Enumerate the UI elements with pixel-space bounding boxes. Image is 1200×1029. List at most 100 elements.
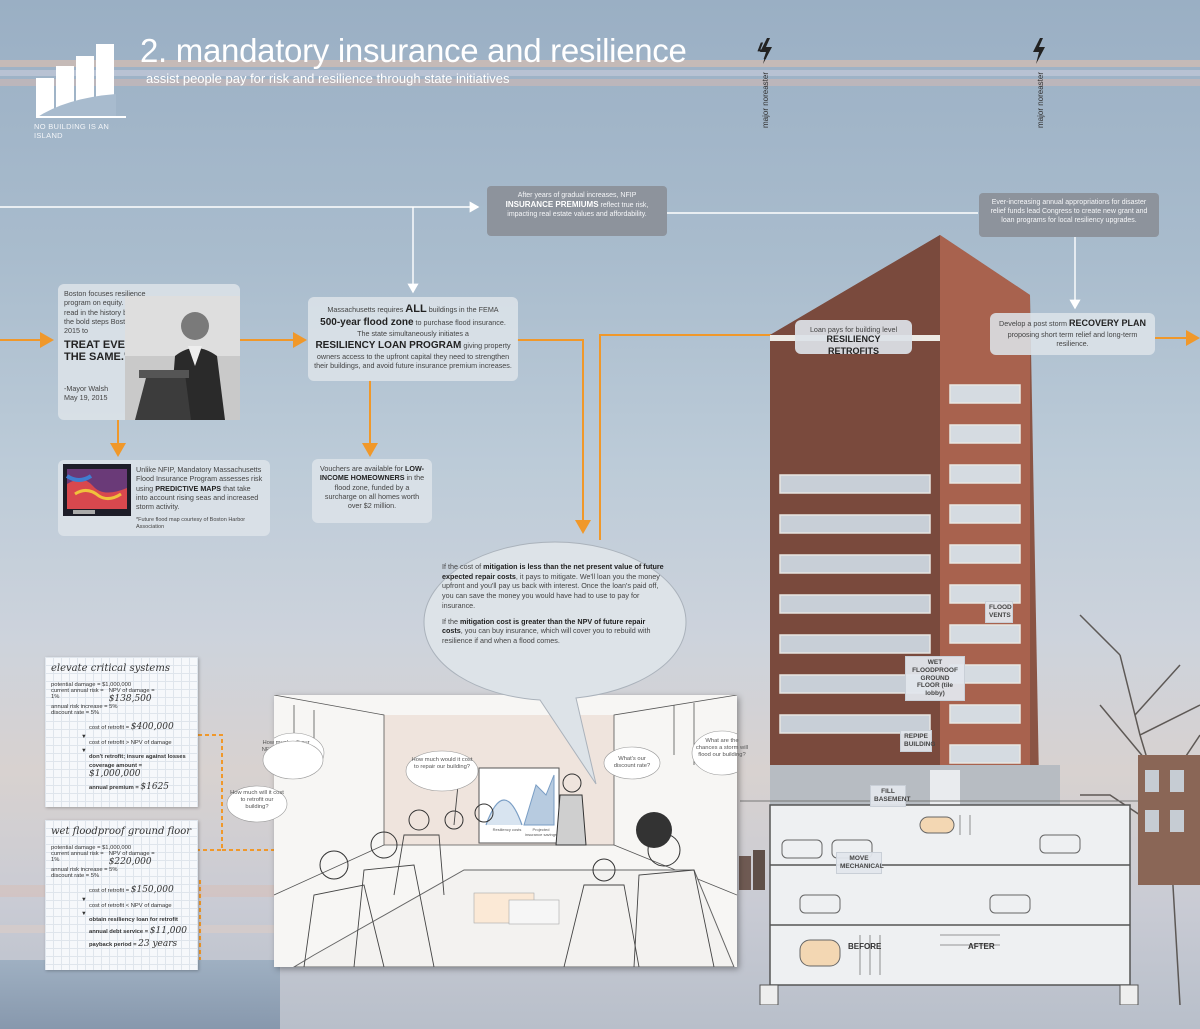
bubble-p1-post: , it pays to mitigate. We'll loan you th… (442, 571, 660, 610)
mandate-box: Massachusetts requires ALL buildings in … (308, 297, 518, 381)
header-band (0, 60, 1200, 67)
worksheet-title: wet floodproof ground floor (51, 826, 192, 837)
maps-text-bold: PREDICTIVE MAPS (155, 483, 222, 493)
compare-line: cost of retrofit < NPV of damage (89, 903, 172, 909)
meeting-q3: How much would it cost to repair our bui… (411, 757, 473, 771)
decision-line: obtain resiliency loan for retrofit (89, 917, 178, 923)
npv-value: $138,500 (108, 694, 152, 704)
vouchers-box: Vouchers are available for LOW-INCOME HO… (312, 459, 432, 523)
bubble-p2-bold: mitigation cost is greater than the NPV … (442, 616, 646, 636)
debt-value: $11,000 (149, 926, 187, 936)
input-line: discount rate = 5% (51, 710, 100, 716)
bubble-p1-pre: If the cost of (442, 562, 482, 571)
walsh-author: -Mayor Walsh (64, 384, 109, 394)
congress-box: Ever-increasing annual appropriations fo… (979, 193, 1159, 237)
chart-label-costs: Resiliency costs (492, 827, 522, 832)
debt-label: annual debt service = (89, 929, 149, 935)
flood-map-thumbnail (63, 464, 131, 516)
vouchers-pre: Vouchers are available for (319, 464, 404, 473)
coverage-label: coverage amount = (89, 763, 142, 769)
nfip-pre: After years of gradual increases, NFIP (517, 192, 637, 199)
maps-credit: *Future flood map courtesy of Boston Har… (136, 516, 246, 530)
repipe-tag: REPIPE BUILDING (900, 730, 935, 752)
page-title: 2. mandatory insurance and resilience (140, 32, 687, 69)
cost-label: cost of retrofit = (89, 888, 130, 894)
ground-panel (0, 960, 280, 1029)
timeline-event-label: major noreaster (1036, 71, 1045, 128)
input-line: potential damage = $1,000,000 (51, 845, 132, 851)
wet-floodproof-tag: WET FLOODPROOF GROUND FLOOR (tile lobby) (905, 656, 965, 701)
move-mechanical-tag: MOVE MECHANICAL (836, 852, 884, 874)
recovery-bold: RECOVERY PLAN (1068, 318, 1146, 328)
retrofit-bold: RESILIENCY RETROFITS (826, 334, 881, 357)
speech-bubble-text: If the cost of mitigation is less than t… (442, 562, 664, 646)
recovery-post: proposing short term relief and long-ter… (1007, 329, 1138, 349)
mandate-l1-pre: Massachusetts requires (327, 305, 404, 314)
input-line: current annual risk = 1% (51, 851, 104, 863)
recovery-pre: Develop a post storm (999, 319, 1067, 328)
mandate-l3-bold: RESILIENCY LOAN PROGRAM (315, 339, 462, 351)
resiliency-retrofits-box: Loan pays for building level RESILIENCY … (795, 320, 912, 357)
before-label: BEFORE (848, 942, 882, 951)
predictive-maps-box: Unlike NFIP, Mandatory Massachusetts Flo… (58, 460, 270, 536)
page-subtitle: assist people pay for risk and resilienc… (146, 71, 510, 86)
cost-value: $400,000 (130, 722, 174, 732)
mandate-l2-bold: 500-year flood zone (320, 317, 414, 329)
maps-text-post: that take into account rising seas and i… (136, 483, 259, 512)
bubble-p2-post: , you can buy insurance, which will cove… (442, 626, 651, 646)
logo-icon (36, 44, 126, 118)
congress-text: Ever-increasing annual appropriations fo… (990, 199, 1148, 225)
mandate-l2-post: to purchase flood insurance. The state s… (357, 318, 506, 339)
npv-label: NPV of damage = (108, 851, 155, 857)
fill-basement-tag: FILL BASEMENT (870, 785, 910, 807)
thought-bubble (262, 740, 324, 780)
bubble-p2-pre: If the (442, 616, 458, 626)
thought-bubble (226, 785, 288, 823)
mayor-photo (125, 296, 240, 420)
header-band (0, 79, 1200, 86)
timeline-event-label: major noreaster (761, 71, 770, 128)
header-band (0, 70, 1200, 76)
recovery-plan-box: Develop a post storm RECOVERY PLAN propo… (990, 313, 1155, 355)
input-line: current annual risk = 1% (51, 688, 104, 700)
meeting-q5: What are the chances a storm will flood … (695, 738, 749, 759)
input-line: annual risk increase = 5% (51, 867, 118, 873)
decision-line: don't retrofit; insure against losses (89, 754, 186, 760)
premium-label: annual premium = (89, 785, 139, 791)
nfip-post: reflect true risk, impacting real estate… (507, 202, 649, 219)
building-illustration (740, 235, 1200, 1005)
worksheet-floodproof: wet floodproof ground floor potential da… (45, 820, 198, 970)
after-label: AFTER (968, 942, 995, 951)
payback-label: payback period = (89, 942, 137, 948)
lightning-bolt-icon (1033, 38, 1045, 64)
walsh-date: May 19, 2015 (64, 393, 108, 403)
coverage-value: $1,000,000 (89, 769, 141, 779)
input-line: potential damage = $1,000,000 (51, 682, 132, 688)
wet-floodproof-label: WET FLOODPROOF GROUND FLOOR (tile lobby) (912, 659, 958, 698)
vouchers-post: in the flood zone, funded by a surcharge… (324, 473, 425, 511)
input-line: discount rate = 5% (51, 873, 100, 879)
nfip-premiums-box: After years of gradual increases, NFIP I… (487, 186, 667, 236)
worksheet-elevate: elevate critical systems potential damag… (45, 657, 198, 807)
cost-label: cost of retrofit = (89, 725, 130, 731)
input-line: annual risk increase = 5% (51, 704, 118, 710)
payback-value: 23 years (138, 939, 178, 949)
npv-label: NPV of damage = (108, 688, 155, 694)
walsh-intro: Boston focuses resilience program on equ… (64, 289, 163, 336)
meeting-q4: What's our discount rate? (613, 756, 651, 770)
premium-value: $1625 (140, 782, 170, 792)
maps-text-pre: Unlike NFIP, Mandatory Massachusetts Flo… (136, 465, 263, 493)
mandate-l3-post: giving property owners access to the upf… (314, 340, 512, 371)
distant-buildings (739, 850, 765, 890)
worksheet-title: elevate critical systems (51, 663, 170, 674)
logo-caption: NO BUILDING IS AN ISLAND (34, 122, 110, 140)
chart-label-savings: Projected insurance savings (524, 827, 558, 837)
npv-value: $220,000 (108, 857, 152, 867)
meeting-q2: How much will it cost to retrofit our bu… (230, 790, 284, 811)
cost-value: $150,000 (130, 885, 174, 895)
lightning-bolt-icon (760, 38, 772, 64)
bubble-p1-bold: mitigation is less than the net present … (442, 562, 664, 581)
retrofit-pre: Loan pays for building level (809, 325, 898, 334)
speech-bubble (423, 541, 687, 785)
mandate-l1-bold: ALL (405, 303, 427, 315)
